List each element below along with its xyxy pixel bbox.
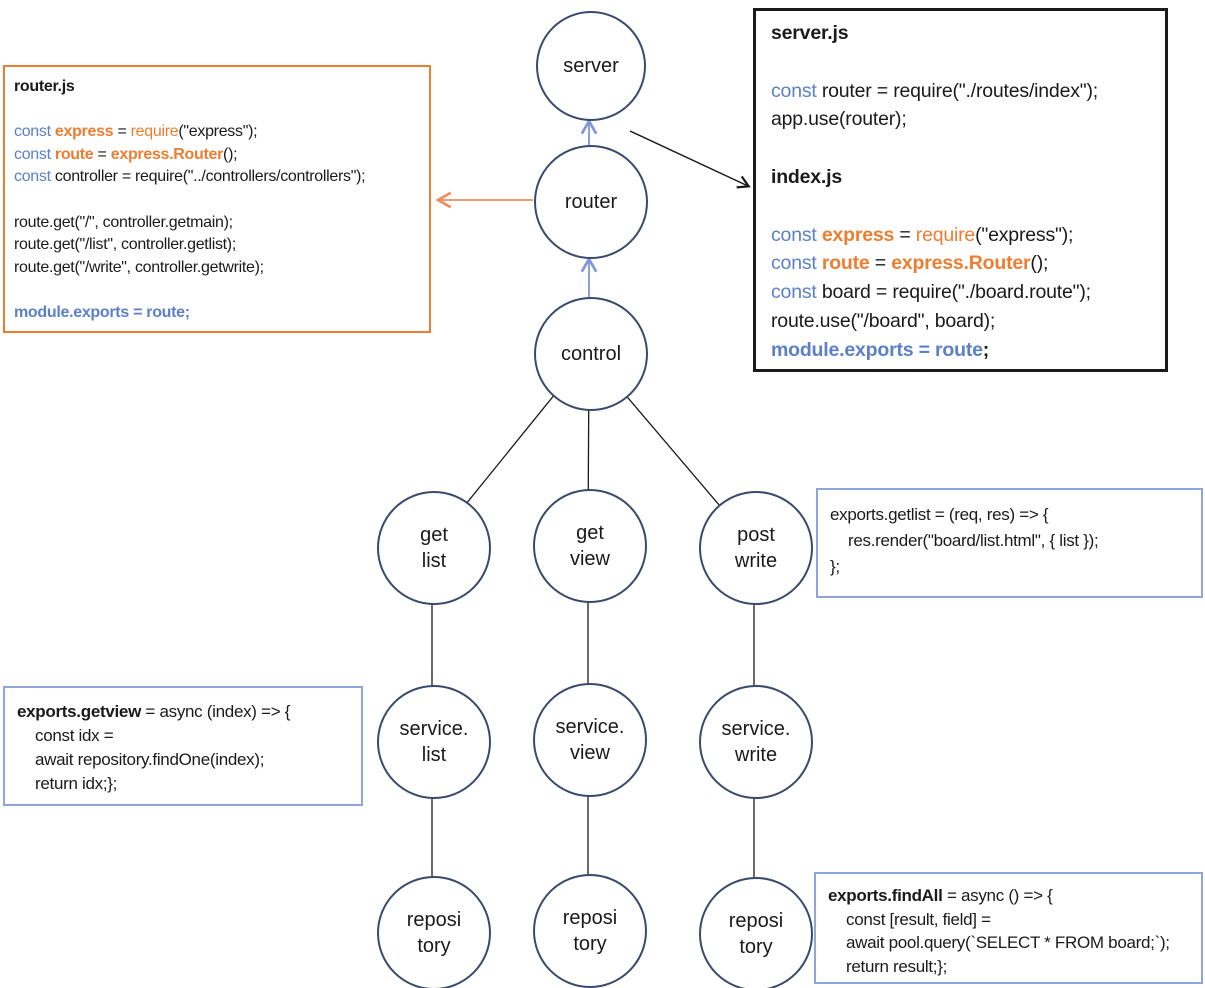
node-service-view: service. view bbox=[533, 683, 647, 797]
code-box-server-index-js: server.js const router = require("./rout… bbox=[753, 8, 1168, 372]
node-repository-write: reposi tory bbox=[699, 877, 813, 988]
code-box-router-js: router.js const express = require("expre… bbox=[3, 65, 431, 333]
node-service-write: service. write bbox=[699, 685, 813, 799]
code-box-exports-findall: exports.findAll = async () => {const [re… bbox=[814, 872, 1203, 984]
node-get-view: get view bbox=[533, 489, 647, 603]
node-repository-view: reposi tory bbox=[533, 874, 647, 988]
code-box-exports-getview: exports.getview = async (index) => {cons… bbox=[3, 686, 363, 806]
node-control: control bbox=[534, 297, 648, 411]
node-post-write: post write bbox=[699, 491, 813, 605]
node-server: server bbox=[536, 11, 646, 121]
node-router: router bbox=[534, 145, 648, 259]
code-box-exports-getlist: exports.getlist = (req, res) => {res.ren… bbox=[816, 488, 1203, 598]
arrow-server-to-index-js-box bbox=[629, 130, 751, 189]
node-repository-list: reposi tory bbox=[377, 876, 491, 988]
node-get-list: get list bbox=[377, 491, 491, 605]
node-service-list: service. list bbox=[377, 685, 491, 799]
